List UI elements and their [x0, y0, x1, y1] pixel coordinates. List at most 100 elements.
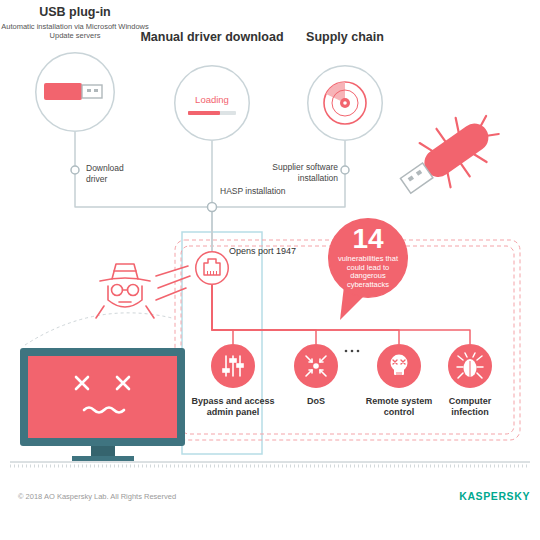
bug-legs — [418, 101, 509, 189]
slider-icon — [223, 356, 243, 376]
monitor-base — [72, 456, 134, 461]
skull-eyes — [393, 360, 405, 364]
port-circle: Opens port 1947 — [195, 251, 229, 285]
cd-hole — [343, 101, 347, 105]
loading-track — [188, 111, 236, 115]
slider-rails — [226, 356, 240, 376]
hacker-glass-bridge — [123, 289, 128, 291]
source-note: Automatic installation via Microsoft Win… — [0, 22, 150, 41]
callout-number: 14 — [328, 225, 408, 253]
bug-icon-legs — [457, 353, 483, 378]
bug-pin — [416, 170, 422, 176]
hacker-mouth — [119, 301, 131, 303]
threat-circle: Bypass and access admin panel — [211, 344, 255, 388]
loading-text: Loading — [174, 95, 250, 105]
ground-hatch — [10, 465, 530, 468]
node-circle — [295, 345, 338, 388]
node-circle — [308, 66, 383, 141]
connector-line — [211, 141, 213, 251]
junction-dot — [208, 203, 217, 212]
node-circle — [196, 252, 229, 285]
threat-label: Computer infection — [430, 396, 510, 418]
frame-outline — [182, 232, 262, 454]
slider-knob — [230, 359, 236, 362]
skull-head — [391, 355, 408, 372]
edge-label: Download driver — [86, 163, 136, 186]
bug-usb — [389, 101, 509, 209]
node-circle — [378, 345, 421, 388]
hacker-hat-crown — [112, 264, 138, 279]
node-outline — [195, 251, 229, 285]
node-circle — [36, 53, 115, 132]
ground-line — [10, 462, 530, 463]
edge-label: HASP installation — [220, 186, 320, 197]
hacker-hat-band — [114, 270, 136, 272]
connector-line — [75, 132, 212, 251]
source-title: USB plug-in — [0, 5, 150, 20]
dos-icon — [306, 356, 326, 376]
skull-icon — [391, 355, 408, 376]
cd-hub — [340, 98, 350, 108]
ethernet-port — [204, 259, 220, 275]
connector-line — [212, 285, 316, 344]
node-outline — [35, 52, 115, 132]
dos-arrow-heads — [309, 359, 323, 373]
bug-icon — [457, 353, 483, 378]
monitor-eye-left — [76, 377, 88, 389]
slider-knob — [223, 369, 229, 372]
dashed-arc — [25, 313, 172, 345]
monitor-face — [76, 377, 129, 413]
threat-circle: Remote system control — [377, 344, 421, 388]
node-outline — [294, 344, 338, 388]
threat-label: Bypass and access admin panel — [183, 396, 283, 418]
source-title: Manual driver download — [137, 30, 287, 45]
monitor-frame — [20, 348, 185, 446]
skull-teeth — [397, 372, 401, 375]
hacker-glass-right — [128, 285, 139, 296]
source-circle: Manual driver downloadLoading — [174, 65, 250, 141]
junction-dot — [71, 166, 79, 174]
ellipsis-dot — [351, 350, 354, 353]
threat-label: DoS — [276, 396, 356, 407]
attack-zone-outer — [175, 240, 520, 440]
node-outline — [448, 344, 492, 388]
hacker-figure — [96, 264, 190, 318]
node-outline — [307, 65, 383, 141]
hacker-glass-left — [112, 285, 123, 296]
monitor-eye-right — [117, 377, 129, 389]
node-outline — [377, 344, 421, 388]
junction-dot — [341, 166, 349, 174]
monitor-mouth — [84, 408, 124, 413]
edge-label: Supplier software installation — [250, 162, 338, 185]
dos-target — [314, 364, 318, 368]
bug-legs-bottom — [443, 151, 488, 189]
cd-track — [332, 90, 358, 116]
node-circle — [175, 66, 250, 141]
connector-line — [212, 285, 470, 344]
bug-connector — [400, 163, 432, 193]
callout-bubble: 14vulnerabilities that could lead to dan… — [328, 218, 408, 298]
node-outline — [211, 344, 255, 388]
usb-pin — [94, 89, 98, 92]
node-circle — [449, 345, 492, 388]
cd-shine — [326, 82, 345, 103]
monitor-neck — [91, 446, 115, 457]
hacker-shoulders — [96, 306, 154, 318]
monitor-screen — [28, 356, 177, 438]
skull-jaw — [394, 367, 404, 375]
ellipsis-dot — [357, 350, 360, 353]
threat-circle: DoS — [294, 344, 338, 388]
slider-knob — [237, 364, 243, 367]
port-label: Opens port 1947 — [229, 246, 319, 257]
connector-line — [212, 141, 345, 251]
source-title: Supply chain — [270, 30, 420, 45]
bug-legs-top — [418, 116, 463, 154]
bug-icon-split — [470, 361, 471, 377]
bug-body — [419, 118, 494, 182]
threat-circle: Computer infection — [448, 344, 492, 388]
